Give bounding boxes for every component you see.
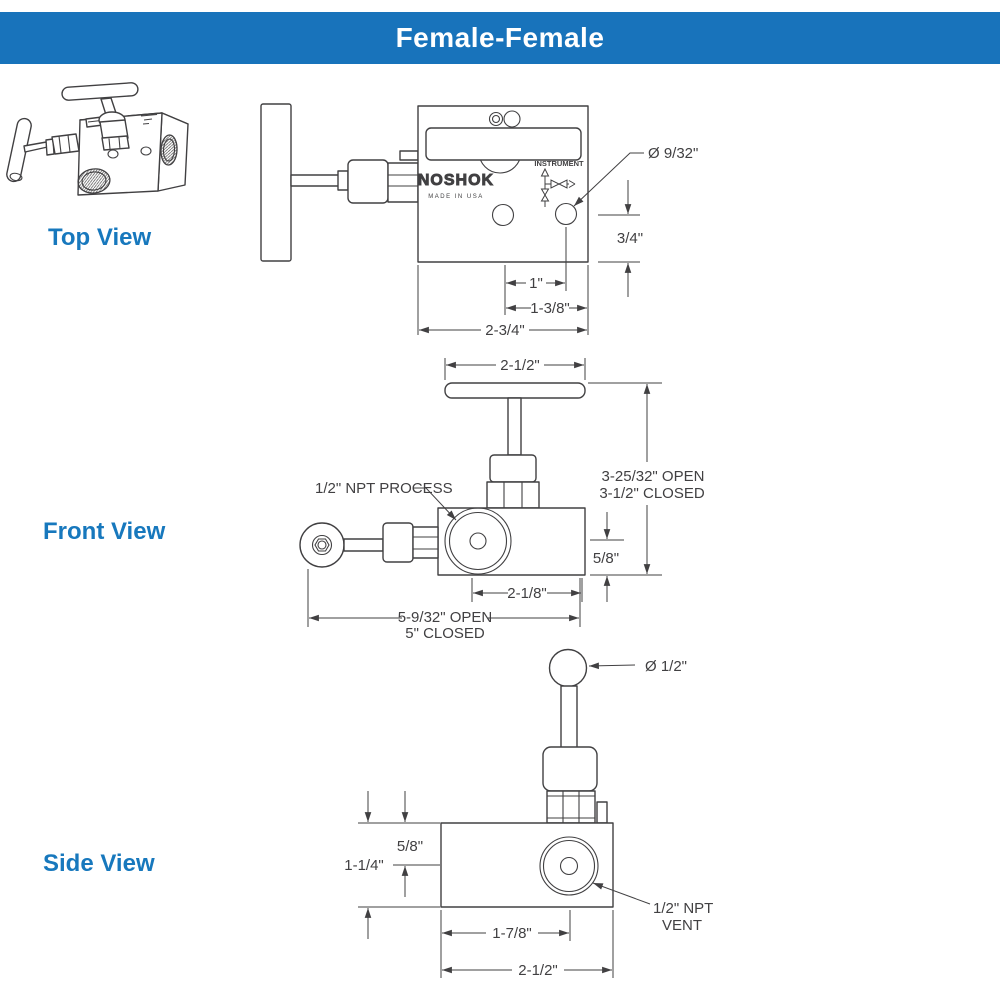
instrument-text: INSTRUMENT: [534, 159, 584, 168]
brand-logo: NOSHOK: [418, 172, 494, 189]
dim-port-dia: Ø 9/32": [648, 145, 698, 162]
top-view-handle: [260, 103, 419, 262]
front-view-dimensions: 2-1/2" 1/2" NPT PROCESS 3-25/32" OPEN 3-…: [307, 357, 705, 642]
label-vent-line2: VENT: [662, 917, 702, 934]
top-view-dimensions: Ø 9/32" 3/4" 1" 1-3/8" 2-3/4": [417, 145, 698, 339]
dim-port-offset-v: 3/4": [617, 230, 643, 247]
dim-body-height: 1-1/4": [344, 857, 384, 874]
dim-handle-width: 2-1/2": [500, 357, 540, 374]
dim-handle-dia: Ø 1/2": [645, 658, 687, 675]
side-view-drawing: Ø 1/2" 5/8" 1-1/4" 1/2" NPT VENT 1-7/8" …: [344, 648, 713, 979]
page-title: Female-Female: [395, 22, 605, 53]
iso-valve-body: [77, 112, 189, 196]
header-banner: Female-Female: [0, 12, 1000, 64]
dim-width-open: 5-9/32" OPEN: [398, 609, 493, 626]
top-view-drawing: NOSHOK MADE IN USA INSTRUMENT Ø 9/32": [260, 103, 698, 339]
iso-top-handle: [61, 82, 139, 151]
front-view-label: Front View: [43, 518, 166, 545]
dim-port-spacing: 1": [529, 275, 543, 292]
iso-process-port: [77, 168, 111, 194]
top-view-body: NOSHOK MADE IN USA INSTRUMENT: [417, 105, 589, 263]
dim-body-width: 2-3/4": [485, 322, 525, 339]
dim-port-offset: 2-1/8": [507, 585, 547, 602]
dim-body-half: 5/8": [593, 550, 619, 567]
iso-left-handle: [6, 117, 80, 183]
dim-body-depth: 2-1/2": [518, 962, 558, 979]
side-view-label: Side View: [43, 850, 155, 877]
front-view-drawing: 2-1/2" 1/2" NPT PROCESS 3-25/32" OPEN 3-…: [299, 357, 705, 642]
top-view-label: Top View: [48, 224, 152, 251]
dim-height-open: 3-25/32" OPEN: [602, 468, 705, 485]
label-process-port: 1/2" NPT PROCESS: [315, 480, 453, 497]
dim-width-closed: 5" CLOSED: [405, 625, 485, 642]
side-view-valve: [440, 648, 614, 908]
dim-port-depth: 5/8": [397, 838, 423, 855]
label-vent-line1: 1/2" NPT: [653, 900, 713, 917]
isometric-drawing: [6, 82, 189, 196]
side-view-dimensions: Ø 1/2" 5/8" 1-1/4" 1/2" NPT VENT 1-7/8" …: [344, 658, 713, 979]
flow-schematic-icon: [540, 167, 576, 207]
front-view-valve: [299, 382, 586, 576]
iso-side-port: [160, 134, 178, 166]
made-in-text: MADE IN USA: [428, 194, 484, 200]
dim-height-closed: 3-1/2" CLOSED: [599, 485, 705, 502]
dim-port-offset-h: 1-3/8": [530, 300, 570, 317]
dim-vent-offset: 1-7/8": [492, 925, 532, 942]
